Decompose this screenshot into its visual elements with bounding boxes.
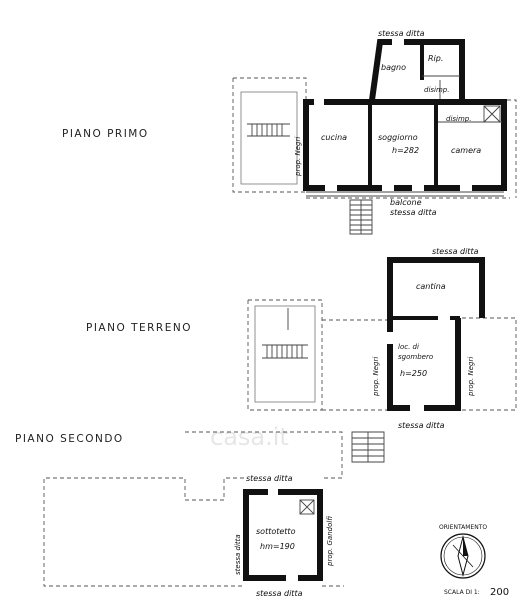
neighbour-stair-primo xyxy=(247,123,290,137)
label-stessa-ditta-secondo-top: stessa ditta xyxy=(246,474,293,483)
compass-icon xyxy=(440,533,486,579)
label-disimp-1: disimp. xyxy=(424,86,449,94)
piano-primo-plan xyxy=(232,38,517,235)
label-prop-negri-primo: prop. Negri xyxy=(294,137,302,177)
label-camera: camera xyxy=(451,146,481,155)
wall-cantina xyxy=(387,257,485,318)
label-stessa-ditta-secondo-left: stessa ditta xyxy=(234,534,242,575)
piano-secondo-plan xyxy=(43,431,344,587)
flue-symbol-primo xyxy=(483,105,501,123)
scala-label: SCALA DI 1: xyxy=(444,589,480,596)
wall-sgombero xyxy=(387,318,461,411)
external-stair-terreno xyxy=(351,431,385,463)
label-stessa-ditta-terreno-top: stessa ditta xyxy=(432,247,479,256)
orientamento-label: ORIENTAMENTO xyxy=(439,524,487,531)
watermark: casa.it xyxy=(210,423,289,451)
flue-symbol-secondo xyxy=(299,499,315,515)
external-stair-primo xyxy=(349,199,373,235)
label-prop-negri-terreno-right: prop. Negri xyxy=(467,357,475,397)
balcone-railing xyxy=(306,191,504,197)
label-disimp-2: disimp. xyxy=(446,115,471,123)
label-sgombero-height: h=250 xyxy=(400,369,427,378)
label-cantina: cantina xyxy=(416,282,446,291)
label-prop-gandolfi: prop. Gandolfi xyxy=(326,516,334,567)
level-label-piano-secondo: PIANO SECONDO xyxy=(15,433,124,445)
label-soggiorno: soggiorno xyxy=(378,133,418,142)
wall-main-block-primo xyxy=(303,99,507,191)
label-stessa-ditta-terreno-bottom: stessa ditta xyxy=(398,421,445,430)
label-rip: Rip. xyxy=(428,54,443,63)
label-soggiorno-height: h=282 xyxy=(392,146,419,155)
label-stessa-ditta-primo-top: stessa ditta xyxy=(378,29,425,38)
label-stessa-ditta-secondo-bottom: stessa ditta xyxy=(256,589,303,598)
label-sottotetto: sottotetto xyxy=(256,527,296,536)
neighbour-outline-primo xyxy=(232,77,307,193)
label-prop-negri-terreno-left: prop. Negri xyxy=(372,357,380,397)
wall-sottotetto xyxy=(243,489,323,581)
label-cucina: cucina xyxy=(321,133,347,142)
level-label-piano-terreno: PIANO TERRENO xyxy=(86,322,192,334)
label-sottotetto-height: hm=190 xyxy=(260,542,295,551)
label-stessa-ditta-primo-bottom: stessa ditta xyxy=(390,208,437,217)
neighbour-stair-terreno xyxy=(262,344,308,359)
neighbour-outline-terreno xyxy=(247,299,323,411)
label-bagno: bagno xyxy=(381,63,406,72)
roof-outline-secondo xyxy=(43,431,343,587)
label-loc-di: loc. di xyxy=(398,343,419,351)
piano-terreno-plan xyxy=(247,257,517,463)
label-balcone: balcone xyxy=(390,198,422,207)
scala-value: 200 xyxy=(490,587,509,598)
wall-bagno-block xyxy=(369,39,465,101)
label-sgombero: sgombero xyxy=(398,353,433,361)
level-label-piano-primo: PIANO PRIMO xyxy=(62,128,149,140)
